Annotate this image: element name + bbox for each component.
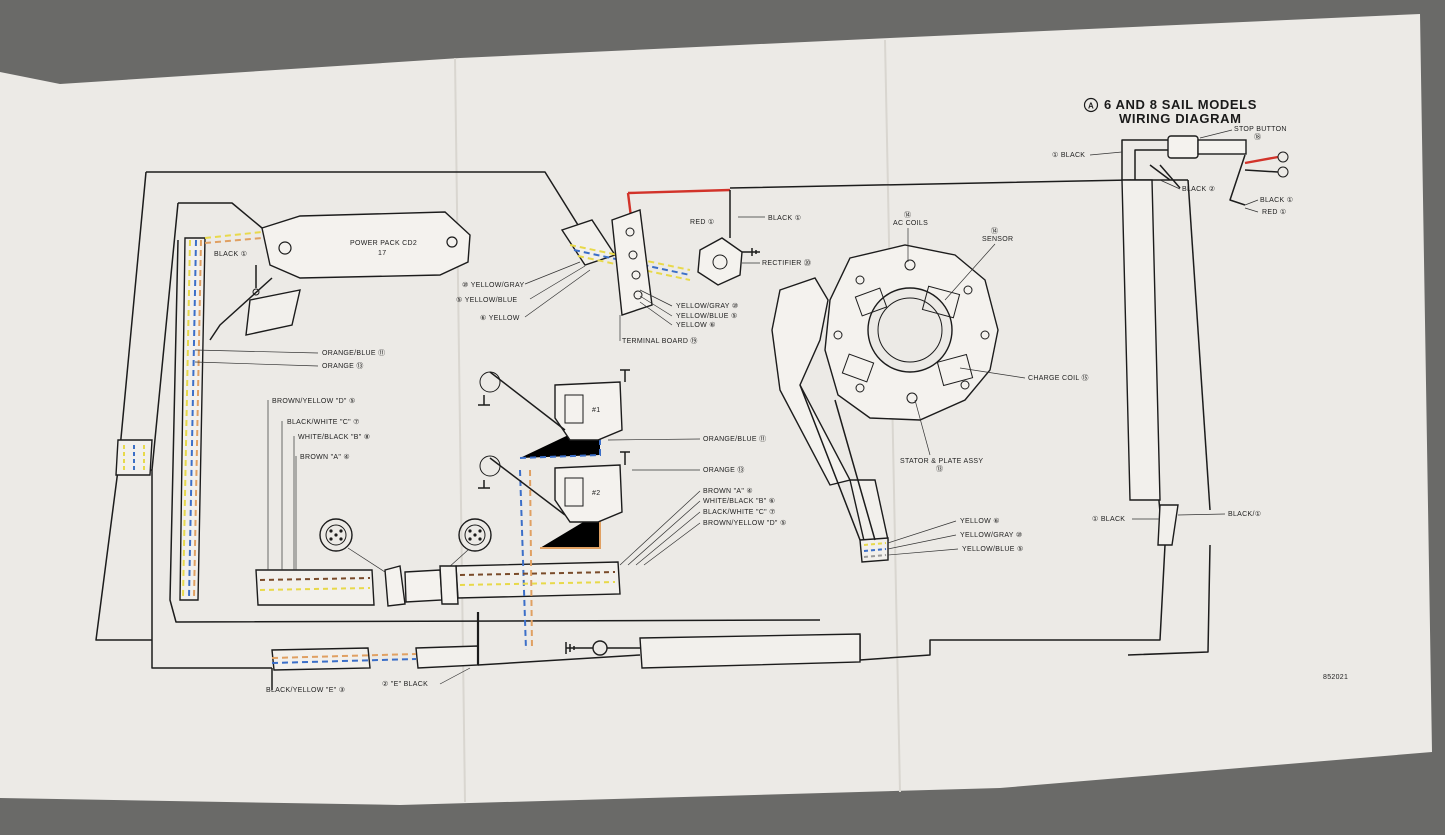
label-orange-blue-11: ORANGE/BLUE ⑪ bbox=[322, 349, 385, 357]
label-yellow-right: YELLOW ⑥ bbox=[676, 321, 716, 329]
power-pack-label: POWER PACK CD2 bbox=[350, 240, 417, 247]
label-black-2-stop: BLACK ② bbox=[1182, 185, 1215, 193]
ignition-coil-1: #1 bbox=[478, 369, 630, 441]
label-yellow-gray-right: YELLOW/GRAY ⑩ bbox=[676, 302, 738, 310]
label-charge-coil: CHARGE COIL ⑮ bbox=[1028, 374, 1089, 382]
right-lower-harness bbox=[1157, 504, 1179, 546]
label-yellow-gray-stator: YELLOW/GRAY ⑩ bbox=[960, 531, 1022, 539]
label-black-white-c-right: BLACK/WHITE "C" ⑦ bbox=[703, 508, 776, 516]
paper-sheet bbox=[0, 14, 1432, 805]
label-yellow-gray-10: ⑩ YELLOW/GRAY bbox=[462, 281, 524, 289]
label-black-1-end: BLACK ① bbox=[1260, 196, 1293, 204]
label-white-black-b: WHITE/BLACK "B" ⑧ bbox=[298, 433, 370, 441]
connector-left bbox=[319, 518, 386, 573]
label-red-1-end: RED ① bbox=[1262, 208, 1287, 216]
ignition-coil-2: #2 bbox=[478, 451, 630, 523]
power-pack-black-label: BLACK ① bbox=[214, 250, 247, 258]
label-black-white-c: BLACK/WHITE "C" ⑦ bbox=[287, 418, 360, 426]
label-yellow-blue-stator: YELLOW/BLUE ⑤ bbox=[962, 545, 1024, 553]
coil-1-label: #1 bbox=[592, 407, 600, 414]
colored-wires bbox=[123, 155, 1279, 665]
bottom-harness-1 bbox=[255, 569, 375, 606]
label-e-black: ② "E" BLACK bbox=[382, 680, 428, 688]
label-black-1-top: BLACK ① bbox=[768, 214, 801, 222]
label-yellow-blue-5: ⑤ YELLOW/BLUE bbox=[456, 296, 517, 304]
label-black-1-left: ① BLACK bbox=[1092, 515, 1125, 523]
bottom-harness-2 bbox=[455, 561, 621, 599]
rectifier bbox=[697, 190, 760, 286]
label-brown-a-right: BROWN "A" ④ bbox=[703, 487, 753, 495]
label-brown-yellow-d: BROWN/YELLOW "D" ⑤ bbox=[272, 397, 356, 405]
label-terminal-board: TERMINAL BOARD ⑲ bbox=[622, 337, 698, 345]
label-orange-13: ORANGE ⑬ bbox=[322, 362, 364, 370]
inline-plug bbox=[384, 565, 459, 607]
title-marker: A bbox=[1088, 102, 1094, 111]
figure-number: 852021 bbox=[1323, 674, 1348, 681]
label-black-1-stop: ① BLACK bbox=[1052, 151, 1085, 159]
label-stop-button-num: ⑱ bbox=[1254, 133, 1261, 141]
label-brown-a: BROWN "A" ④ bbox=[300, 453, 350, 461]
label-black-1-right: BLACK/① bbox=[1228, 510, 1261, 518]
label-ac-coils-num: ⑭ bbox=[904, 211, 911, 219]
title-line-2: WIRING DIAGRAM bbox=[1119, 111, 1242, 126]
title-marker-circle bbox=[1083, 97, 1099, 113]
left-vertical-harness bbox=[179, 237, 206, 601]
label-stop-button: STOP BUTTON bbox=[1234, 126, 1287, 133]
bottom-harness-3 bbox=[271, 647, 371, 671]
terminal-board bbox=[611, 209, 653, 316]
label-yellow-6: ⑥ YELLOW bbox=[480, 314, 520, 322]
label-yellow-blue-right: YELLOW/BLUE ⑤ bbox=[676, 312, 738, 320]
label-orange-mid: ORANGE ⑬ bbox=[703, 466, 745, 474]
label-black-yellow-e: BLACK/YELLOW "E" ③ bbox=[266, 686, 345, 694]
label-sensor-num: ⑭ bbox=[991, 227, 998, 235]
label-stator: STATOR & PLATE ASSY bbox=[900, 458, 983, 465]
paper-fold-left bbox=[454, 57, 466, 803]
label-ac-coils: AC COILS bbox=[893, 220, 928, 227]
connector-right bbox=[447, 518, 492, 569]
bottom-harness-4 bbox=[415, 645, 479, 669]
label-stator-num: ⑬ bbox=[936, 465, 943, 473]
wire-labels: ⑩ YELLOW/GRAY ⑤ YELLOW/BLUE ⑥ YELLOW RED… bbox=[194, 126, 1348, 694]
label-white-black-b-right: WHITE/BLACK "B" ⑥ bbox=[703, 497, 775, 505]
label-brown-yellow-d-right: BROWN/YELLOW "D" ⑤ bbox=[703, 519, 787, 527]
bottom-ground-harness bbox=[639, 633, 861, 669]
harness-sleeves bbox=[115, 179, 1179, 671]
label-orange-blue-mid: ORANGE/BLUE ⑪ bbox=[703, 435, 766, 443]
label-yellow-6-stator: YELLOW ⑥ bbox=[960, 517, 1000, 525]
title-line-1: 6 AND 8 SAIL MODELS bbox=[1104, 97, 1257, 112]
coil-2-label: #2 bbox=[592, 490, 600, 497]
ground-terminal-bottom bbox=[565, 640, 640, 656]
stop-button bbox=[1121, 135, 1289, 206]
label-red-1: RED ① bbox=[690, 218, 715, 226]
power-pack-number: 17 bbox=[378, 250, 386, 257]
right-vertical-harness bbox=[1121, 179, 1161, 501]
diagram-title: A 6 AND 8 SAIL MODELS WIRING DIAGRAM bbox=[1083, 97, 1257, 126]
power-pack: POWER PACK CD2 17 BLACK ① bbox=[209, 211, 471, 341]
label-sensor: SENSOR bbox=[982, 236, 1013, 243]
label-rectifier: RECTIFIER ⑳ bbox=[762, 259, 811, 267]
